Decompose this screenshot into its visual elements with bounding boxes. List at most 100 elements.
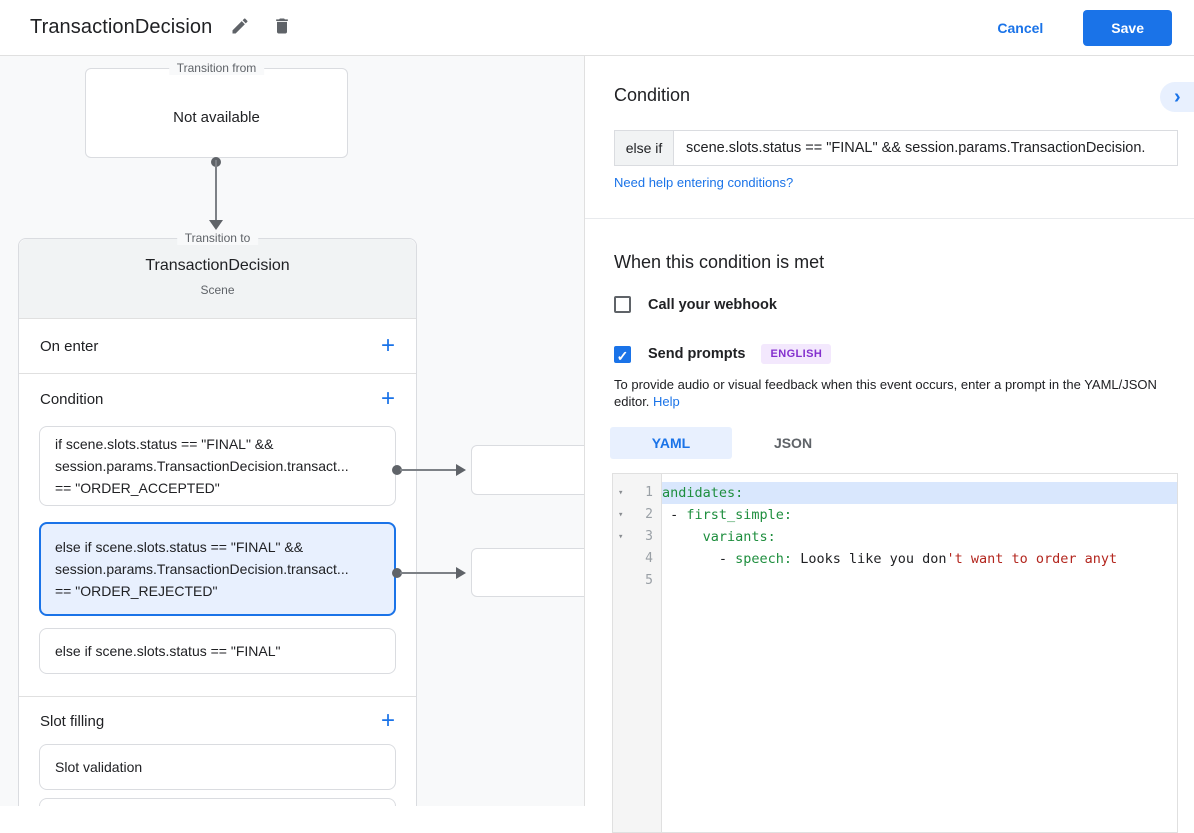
yaml-key: andidates:: [662, 485, 744, 501]
panel-condition-title: Condition: [614, 85, 691, 105]
condition-help-link[interactable]: Need help entering conditions?: [614, 175, 794, 190]
slot-card-partial[interactable]: [39, 798, 396, 806]
edit-title-button[interactable]: [222, 10, 258, 46]
condition-card-accepted[interactable]: if scene.slots.status == "FINAL" && sess…: [39, 426, 396, 506]
condition-card-line: else if scene.slots.status == "FINAL" &&: [55, 539, 304, 555]
condition-detail-panel: Condition › else if Need help entering c…: [584, 56, 1194, 833]
gutter-line: 5: [613, 570, 661, 592]
connector-line: [400, 572, 458, 574]
fold-arrow-icon[interactable]: ▾: [618, 532, 624, 542]
save-button[interactable]: Save: [1083, 9, 1172, 46]
yaml-code-editor[interactable]: ▾1 ▾2 ▾3 4 5 andidates: - first_simple: …: [612, 473, 1178, 833]
condition-card-line: session.params.TransactionDecision.trans…: [55, 458, 349, 474]
yaml-plain: -: [662, 507, 687, 523]
arrow-right-icon: [456, 464, 466, 476]
code-line-4: - speech: Looks like you don't want to o…: [662, 548, 1177, 570]
condition-input-row: else if: [614, 130, 1178, 166]
condition-section: Condition + if scene.slots.status == "FI…: [19, 374, 416, 697]
panel-divider: [585, 218, 1194, 219]
scene-card-header[interactable]: TransactionDecision Scene: [19, 239, 416, 319]
page-title: TransactionDecision: [30, 16, 213, 38]
webhook-row: Call your webhook: [614, 296, 777, 313]
cancel-button[interactable]: Cancel: [981, 12, 1059, 44]
top-bar: TransactionDecision Cancel Save: [0, 0, 1194, 56]
condition-card-line: == "ORDER_REJECTED": [55, 583, 218, 599]
prompt-description-text: To provide audio or visual feedback when…: [614, 377, 1157, 409]
editor-code-area[interactable]: andidates: - first_simple: variants: - s…: [662, 474, 1177, 832]
send-prompts-row: ✓ Send prompts ENGLISH: [614, 344, 832, 364]
fold-arrow-icon[interactable]: ▾: [618, 488, 624, 498]
line-number: 1: [645, 485, 653, 500]
line-number: 5: [645, 573, 653, 588]
editor-gutter: ▾1 ▾2 ▾3 4 5: [613, 474, 662, 832]
yaml-plain: Looks like you don: [792, 551, 947, 567]
code-line-1: andidates:: [662, 482, 1177, 504]
condition-card-line: if scene.slots.status == "FINAL" &&: [55, 436, 274, 452]
condition-prefix-label: else if: [614, 130, 673, 166]
yaml-plain: -: [662, 551, 736, 567]
help-link[interactable]: Help: [653, 394, 680, 409]
language-badge: ENGLISH: [761, 344, 832, 364]
chevron-right-icon: ›: [1174, 86, 1181, 108]
call-webhook-label: Call your webhook: [648, 296, 777, 313]
yaml-error-string: 't want to order anyt: [946, 551, 1118, 567]
yaml-plain: [662, 529, 703, 545]
condition-expression-input[interactable]: [673, 130, 1178, 166]
scene-type-label: Scene: [200, 283, 235, 297]
arrow-right-icon: [456, 567, 466, 579]
on-enter-title: On enter: [40, 337, 99, 355]
connector-line: [400, 469, 458, 471]
transition-from-legend: Transition from: [168, 61, 265, 75]
add-on-enter-button[interactable]: +: [380, 332, 395, 359]
tab-json[interactable]: JSON: [773, 435, 813, 451]
when-met-title: When this condition is met: [614, 252, 825, 272]
condition-card-final[interactable]: else if scene.slots.status == "FINAL": [39, 628, 396, 674]
yaml-key: variants:: [702, 529, 776, 545]
gutter-line: ▾3: [613, 526, 661, 548]
pencil-icon: [230, 16, 250, 39]
scene-card: Transition to TransactionDecision Scene …: [18, 231, 417, 806]
code-line-5: [662, 570, 1177, 592]
gutter-line: ▾2: [613, 504, 661, 526]
code-line-3: variants:: [662, 526, 1177, 548]
line-number: 3: [645, 529, 653, 544]
condition-card-line: else if scene.slots.status == "FINAL": [55, 643, 281, 659]
yaml-key: speech:: [735, 551, 793, 567]
checkmark-icon: ✓: [616, 347, 629, 364]
prompt-description: To provide audio or visual feedback when…: [614, 376, 1172, 410]
add-slot-button[interactable]: +: [380, 707, 395, 734]
arrow-down-icon: [209, 220, 223, 230]
connector-dot: [392, 465, 402, 475]
gutter-line: 4: [613, 548, 661, 570]
slot-filling-section: Slot filling + Slot validation: [19, 697, 416, 806]
line-number: 4: [645, 551, 653, 566]
condition-card-line: == "ORDER_ACCEPTED": [55, 480, 220, 496]
collapse-panel-button[interactable]: ›: [1160, 82, 1194, 112]
transition-from-box: Transition from Not available: [85, 61, 348, 158]
on-enter-section: On enter +: [19, 319, 416, 374]
scene-diagram-canvas: Transition from Not available Transition…: [0, 56, 584, 806]
condition-card-line: session.params.TransactionDecision.trans…: [55, 561, 349, 577]
condition-card-rejected-selected[interactable]: else if scene.slots.status == "FINAL" &&…: [39, 522, 396, 616]
connector-line: [215, 160, 217, 222]
line-number: 2: [645, 507, 653, 522]
fold-arrow-icon[interactable]: ▾: [618, 510, 624, 520]
delete-scene-button[interactable]: [264, 10, 300, 46]
slot-validation-card[interactable]: Slot validation: [39, 744, 396, 790]
slot-filling-title: Slot filling: [40, 712, 105, 730]
code-line-2: - first_simple:: [662, 504, 1177, 526]
call-webhook-checkbox[interactable]: [614, 296, 631, 313]
editor-tabs: YAML JSON: [610, 427, 854, 459]
transition-target-box[interactable]: [471, 445, 584, 495]
add-condition-button[interactable]: +: [380, 385, 395, 412]
transition-from-value: Not available: [173, 109, 260, 126]
condition-title: Condition: [40, 390, 104, 408]
send-prompts-label: Send prompts: [648, 346, 746, 362]
send-prompts-checkbox[interactable]: ✓: [614, 345, 631, 364]
gutter-line: ▾1: [613, 482, 661, 504]
trash-icon: [272, 16, 292, 39]
transition-to-legend: Transition to: [176, 231, 259, 245]
connector-dot: [392, 568, 402, 578]
tab-yaml[interactable]: YAML: [610, 427, 732, 459]
transition-target-box[interactable]: [471, 548, 584, 597]
